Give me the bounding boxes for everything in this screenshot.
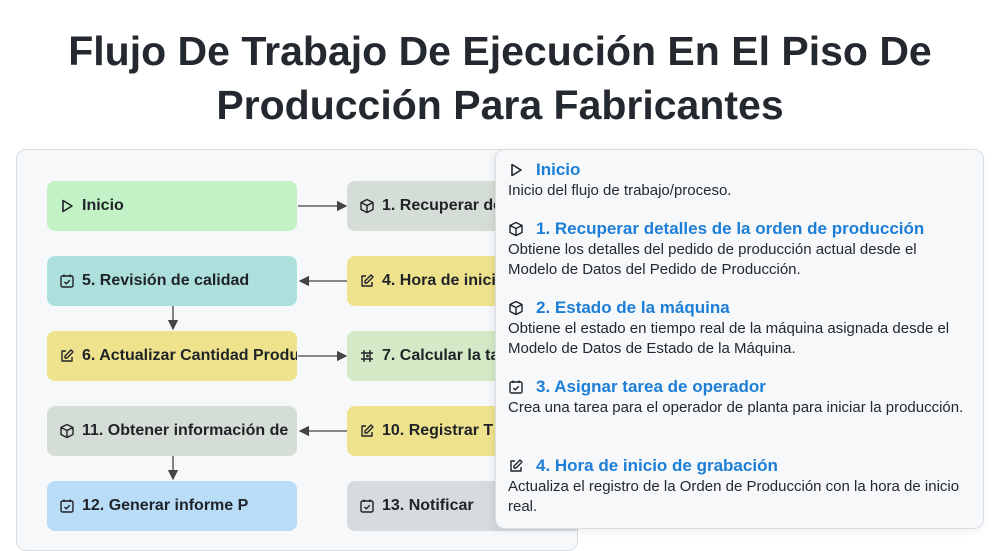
node-label: 6. Actualizar Cantidad Producida	[82, 347, 297, 364]
step-title-link[interactable]: 4. Hora de inicio de grabación	[536, 456, 778, 475]
step-title-link[interactable]: 3. Asignar tarea de operador	[536, 377, 766, 396]
node-obtener-informacion[interactable]: 11. Obtener información de	[47, 406, 297, 456]
calendar-check-icon	[508, 379, 524, 395]
edit-icon	[508, 458, 524, 474]
edit-icon	[359, 423, 375, 439]
step-details-panel: Inicio Inicio del flujo de trabajo/proce…	[495, 149, 984, 529]
step-item: 4. Hora de inicio de grabación Actualiza…	[508, 455, 968, 517]
step-item: Inicio Inicio del flujo de trabajo/proce…	[508, 159, 968, 201]
node-label: 7. Calcular la tasa	[382, 347, 518, 364]
step-title-link[interactable]: 2. Estado de la máquina	[536, 298, 730, 317]
node-actualizar-cantidad[interactable]: 6. Actualizar Cantidad Producida	[47, 331, 297, 381]
step-description: Actualiza el registro de la Orden de Pro…	[508, 478, 960, 515]
node-inicio[interactable]: Inicio	[47, 181, 297, 231]
calendar-check-icon	[59, 498, 75, 514]
step-title-link[interactable]: 1. Recuperar detalles de la orden de pro…	[536, 219, 925, 238]
node-label: 10. Registrar T	[382, 422, 494, 439]
node-label: 11. Obtener información de	[82, 422, 289, 439]
step-description: Obtiene los detalles del pedido de produ…	[508, 241, 917, 278]
node-generar-informe[interactable]: 12. Generar informe P	[47, 481, 297, 531]
step-item: 1. Recuperar detalles de la orden de pro…	[508, 218, 968, 280]
page-title: Flujo De Trabajo De Ejecución En El Piso…	[68, 28, 932, 128]
node-revision-calidad[interactable]: 5. Revisión de calidad	[47, 256, 297, 306]
edit-icon	[359, 273, 375, 289]
cube-icon	[508, 221, 524, 237]
edit-icon	[59, 348, 75, 364]
calendar-check-icon	[59, 273, 75, 289]
cube-icon	[59, 423, 75, 439]
step-item: 3. Asignar tarea de operador Crea una ta…	[508, 376, 968, 418]
node-label: Inicio	[82, 197, 124, 214]
play-icon	[59, 198, 75, 214]
step-description: Obtiene el estado en tiempo real de la m…	[508, 320, 950, 357]
step-title-link[interactable]: Inicio	[536, 160, 581, 179]
calculator-icon	[359, 348, 375, 364]
workflow-diagram: Inicio 1. Recuperar detalles de la orden…	[16, 149, 578, 551]
step-item: 2. Estado de la máquina Obtiene el estad…	[508, 297, 968, 359]
step-description: Crea una tarea para el operador de plant…	[508, 399, 964, 416]
cube-icon	[359, 198, 375, 214]
step-description: Inicio del flujo de trabajo/proceso.	[508, 182, 732, 199]
play-icon	[508, 162, 524, 178]
cube-icon	[508, 300, 524, 316]
calendar-check-icon	[359, 498, 375, 514]
node-label: 5. Revisión de calidad	[82, 272, 250, 289]
